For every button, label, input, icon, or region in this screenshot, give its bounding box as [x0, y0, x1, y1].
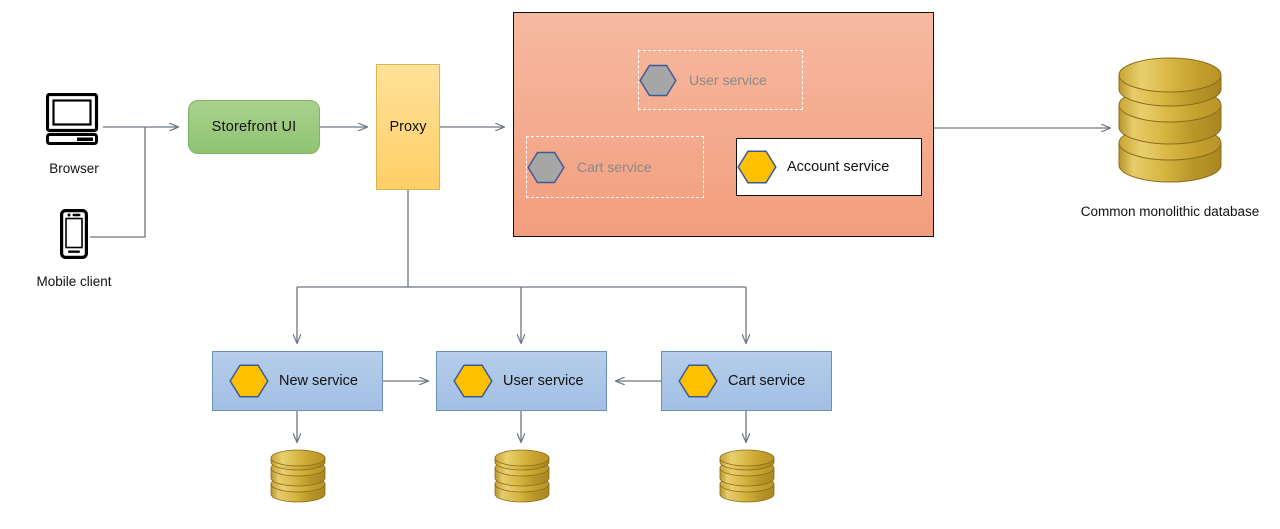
storefront-ui-node[interactable]: Storefront UI: [188, 100, 320, 154]
proxy-node[interactable]: Proxy: [376, 64, 440, 190]
browser-label: Browser: [49, 161, 99, 176]
hexagon-icon: [737, 150, 777, 184]
database-cylinder-icon: [494, 449, 550, 507]
mobile-phone-icon: [60, 209, 88, 259]
hexagon-icon: [678, 364, 718, 398]
user-service-label: User service: [503, 373, 584, 389]
database-cylinder-icon: [270, 449, 326, 507]
monolith-retired-service-cart[interactable]: Cart service: [526, 136, 704, 198]
hexagon-icon: [639, 64, 677, 96]
hexagon-icon: [453, 364, 493, 398]
cart-service-label: Cart service: [728, 373, 806, 389]
proxy-label: Proxy: [389, 119, 427, 135]
mobile-client-label: Mobile client: [36, 274, 112, 289]
hexagon-icon: [527, 151, 565, 183]
monolith-container[interactable]: User service Cart service Account servic…: [513, 12, 934, 237]
account-service-label: Account service: [787, 159, 890, 175]
microservice-user-service[interactable]: User service: [436, 351, 607, 411]
microservice-cart-service[interactable]: Cart service: [661, 351, 832, 411]
common-database-label: Common monolithic database: [1080, 204, 1260, 219]
desktop-computer-icon: [45, 92, 102, 145]
storefront-ui-label: Storefront UI: [211, 119, 297, 135]
monolith-user-service-label: User service: [689, 72, 767, 88]
database-cylinder-icon: [1117, 57, 1223, 193]
monolith-retired-service-user[interactable]: User service: [638, 50, 803, 110]
database-cylinder-icon: [719, 449, 775, 507]
new-service-label: New service: [279, 373, 358, 389]
hexagon-icon: [229, 364, 269, 398]
microservice-new-service[interactable]: New service: [212, 351, 383, 411]
monolith-active-service-account[interactable]: Account service: [736, 138, 922, 196]
monolith-cart-service-label: Cart service: [577, 159, 652, 175]
